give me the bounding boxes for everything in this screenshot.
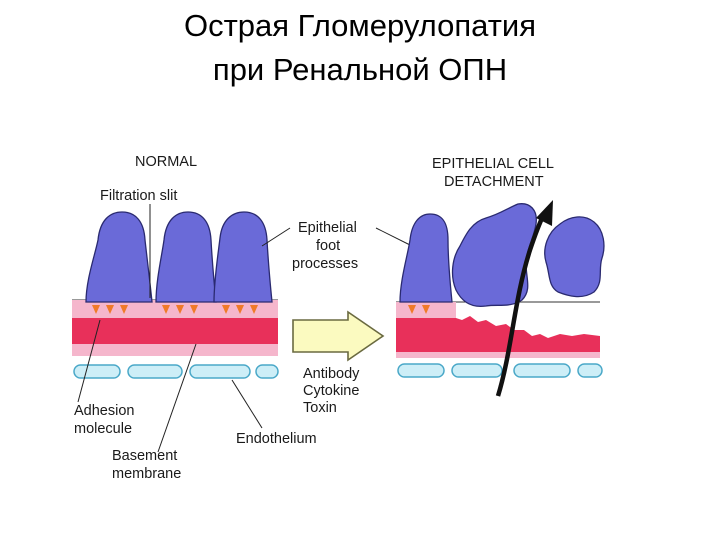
normal-endothelium <box>73 364 279 379</box>
normal-panel: NORMAL Filtration slit Adhesion molecule… <box>72 154 317 482</box>
normal-foot-process-2 <box>155 211 217 303</box>
adhesion-label-line-1: Adhesion <box>74 403 134 419</box>
endothelial-cell <box>397 363 445 378</box>
endothelial-cell <box>513 363 571 378</box>
normal-basement-red-layer <box>72 318 278 344</box>
basement-label-line-2: membrane <box>112 466 181 482</box>
detached-cell-2 <box>544 216 605 298</box>
adhesion-triangle <box>176 305 184 314</box>
endothelium-label: Endothelium <box>236 431 317 447</box>
normal-foot-process-3 <box>213 211 273 303</box>
endothelial-cell <box>127 364 183 379</box>
attached-foot-process <box>399 213 453 303</box>
epithelial-label-line-3: processes <box>292 256 358 272</box>
epithelial-label-line-1: Epithelial <box>298 220 357 236</box>
epithelial-pointer-left <box>261 227 291 247</box>
detached-basement-red-damaged <box>396 316 600 352</box>
basement-label-line-1: Basement <box>112 448 177 464</box>
epithelial-pointer-right <box>375 227 413 247</box>
adhesion-triangle <box>250 305 258 314</box>
detached-endothelium <box>397 363 603 378</box>
transition-arrow <box>292 310 385 362</box>
toxin-label: Toxin <box>303 400 337 416</box>
normal-adhesion-molecules <box>92 305 258 314</box>
epithelial-label-line-2: foot <box>316 238 340 254</box>
endothelial-cell <box>189 364 251 379</box>
adhesion-triangle <box>422 305 430 314</box>
basement-pointer <box>157 343 197 453</box>
slide-title-line-2: при Ренальной ОПН <box>212 52 508 87</box>
cytokine-label: Cytokine <box>303 383 359 399</box>
detached-basement-lower <box>396 352 600 358</box>
endothelium-pointer <box>231 379 263 429</box>
detached-cell-1 <box>451 203 537 308</box>
detachment-arrow-head <box>536 200 553 226</box>
normal-heading: NORMAL <box>135 154 197 170</box>
normal-basement-lower-layer <box>72 344 278 356</box>
adhesion-triangle <box>106 305 114 314</box>
endothelial-cell <box>451 363 503 378</box>
adhesion-triangle <box>162 305 170 314</box>
detached-adhesion-molecules <box>408 305 430 314</box>
adhesion-triangle <box>92 305 100 314</box>
normal-basement-pink-layer <box>72 300 278 318</box>
slide-title-line-1: Острая Гломерулопатия <box>183 8 536 43</box>
detachment-heading-line-1: EPITHELIAL CELL <box>432 156 554 172</box>
adhesion-triangle <box>120 305 128 314</box>
adhesion-pointer <box>77 319 101 403</box>
adhesion-triangle <box>222 305 230 314</box>
normal-foot-process-1 <box>85 211 153 303</box>
middle-section: Epithelial foot processes Antibody Cytok… <box>292 220 413 416</box>
endothelial-cell <box>73 364 121 379</box>
detachment-panel: EPITHELIAL CELL DETACHMENT <box>396 156 605 397</box>
endothelial-cell <box>577 363 603 378</box>
adhesion-triangle <box>236 305 244 314</box>
antibody-label: Antibody <box>303 366 360 382</box>
detachment-heading-line-2: DETACHMENT <box>444 174 544 190</box>
detachment-arrow-shaft <box>495 212 547 397</box>
filtration-slit-label: Filtration slit <box>100 188 177 204</box>
adhesion-triangle <box>190 305 198 314</box>
endothelial-cell <box>255 364 279 379</box>
adhesion-triangle <box>408 305 416 314</box>
adhesion-label-line-2: molecule <box>74 421 132 437</box>
